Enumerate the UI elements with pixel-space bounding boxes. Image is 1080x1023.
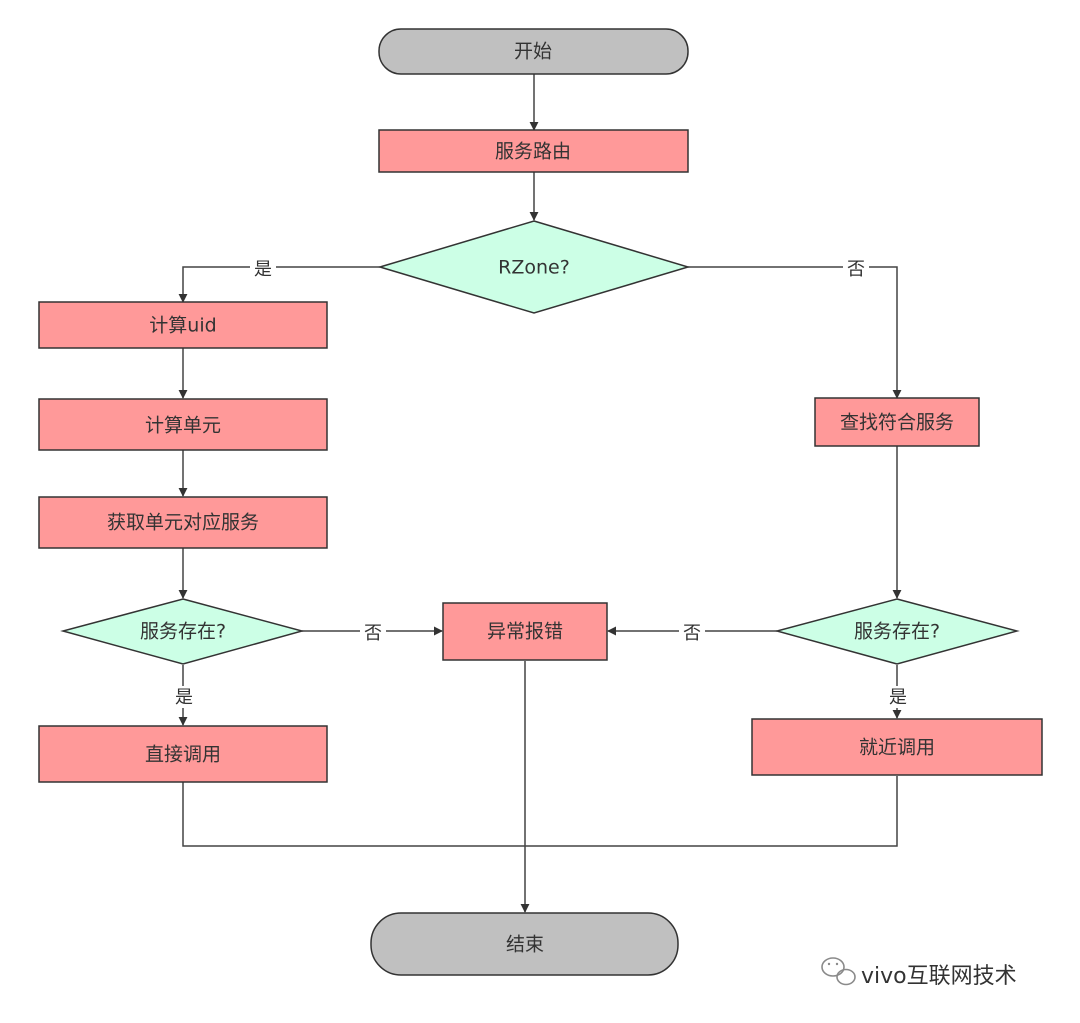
label-exists-right-no: 否 (683, 623, 701, 644)
node-label: 服务路由 (495, 141, 571, 163)
label-rzone-yes: 是 (254, 259, 272, 280)
watermark: vivo互联网技术 (821, 957, 1017, 989)
node-rzone-decision: RZone? (377, 220, 691, 314)
label-exists-left-yes: 是 (175, 687, 193, 708)
node-label: 查找符合服务 (840, 412, 954, 434)
decision-shape (377, 220, 691, 314)
connectors (178, 74, 902, 913)
node-service-exists-left: 服务存在? (60, 598, 305, 665)
process-shape (751, 718, 1043, 776)
decision-shape (60, 598, 305, 665)
node-label: 开始 (514, 41, 552, 63)
node-label: 服务存在? (854, 621, 940, 643)
node-label: 计算单元 (145, 415, 221, 437)
node-find-matching-service: 查找符合服务 (814, 397, 980, 447)
process-shape (38, 398, 328, 451)
edge-rzone-no (688, 266, 902, 399)
process-shape (38, 725, 328, 783)
terminal-shape (370, 912, 679, 976)
node-label: RZone? (498, 257, 570, 279)
process-shape (38, 496, 328, 549)
edge-labels: 是 否 否 否 是 是 (171, 258, 911, 708)
decision-shape (774, 598, 1020, 665)
node-end: 结束 (370, 912, 679, 976)
node-label: 就近调用 (859, 737, 935, 759)
node-exception-error: 异常报错 (442, 602, 608, 661)
label-exists-left-no: 否 (364, 623, 382, 644)
node-compute-uid: 计算uid (38, 301, 328, 349)
process-shape (814, 397, 980, 447)
node-label: 获取单元对应服务 (107, 512, 259, 534)
watermark-text: vivo互联网技术 (861, 964, 1017, 989)
node-label: 服务存在? (140, 621, 226, 643)
process-shape (378, 129, 689, 173)
node-service-routing: 服务路由 (378, 129, 689, 173)
node-direct-call: 直接调用 (38, 725, 328, 783)
process-shape (38, 301, 328, 349)
label-rzone-no: 否 (847, 259, 865, 280)
node-service-exists-right: 服务存在? (774, 598, 1020, 665)
node-label: 计算uid (149, 315, 216, 337)
node-label: 结束 (506, 934, 544, 956)
node-start: 开始 (378, 28, 689, 75)
node-label: 异常报错 (487, 621, 563, 643)
edge-nearby-merge (525, 776, 898, 847)
edge-direct-merge (182, 782, 525, 847)
node-nearby-call: 就近调用 (751, 718, 1043, 776)
wechat-icon (821, 957, 856, 986)
terminal-shape (378, 28, 689, 75)
label-exists-right-yes: 是 (889, 687, 907, 708)
node-get-unit-service: 获取单元对应服务 (38, 496, 328, 549)
edge-rzone-yes (178, 266, 380, 303)
node-label: 直接调用 (145, 744, 221, 766)
process-shape (442, 602, 608, 661)
node-compute-unit: 计算单元 (38, 398, 328, 451)
